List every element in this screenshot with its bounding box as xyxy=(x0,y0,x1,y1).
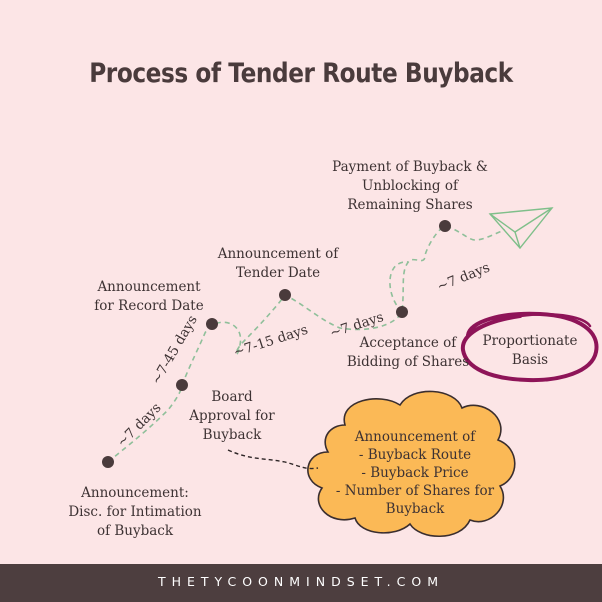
cloud-text: Announcement of - Buyback Route - Buybac… xyxy=(335,429,495,517)
step-label-2: Board Approval for Buyback xyxy=(189,389,275,443)
paper-plane-icon xyxy=(488,207,554,250)
page-title: Process of Tender Route Buyback xyxy=(89,58,513,89)
duration-label-1: ~7 days xyxy=(114,400,165,451)
step-label-1: Announcement: Disc. for Intimation of Bu… xyxy=(68,485,202,539)
step-node-3 xyxy=(206,318,218,330)
step-node-5 xyxy=(396,306,408,318)
step-node-4 xyxy=(279,289,291,301)
duration-label-3: ~7-15 days xyxy=(232,322,310,361)
duration-label-2: ~7-45 days xyxy=(148,313,200,388)
step-node-2 xyxy=(176,379,188,391)
step-label-5: Acceptance of Bidding of Shares xyxy=(346,335,470,370)
announcement-cloud xyxy=(307,390,516,538)
path-loop xyxy=(389,261,409,313)
proportionate-basis-label: Proportionate Basis xyxy=(482,333,578,368)
cloud-connector xyxy=(227,449,319,470)
step-label-6: Payment of Buyback & Unblocking of Remai… xyxy=(332,159,488,213)
step-node-6 xyxy=(439,220,451,232)
proportionate-ring xyxy=(460,311,599,383)
footer-site-name: THETYCOONMINDSET.COM xyxy=(157,574,445,589)
duration-label-5: ~7 days xyxy=(435,259,492,295)
step-node-1 xyxy=(102,456,114,468)
step-label-3: Announcement for Record Date xyxy=(94,279,204,314)
footer-bar: THETYCOONMINDSET.COM xyxy=(0,564,602,602)
step-label-4: Announcement of Tender Date xyxy=(217,246,339,281)
